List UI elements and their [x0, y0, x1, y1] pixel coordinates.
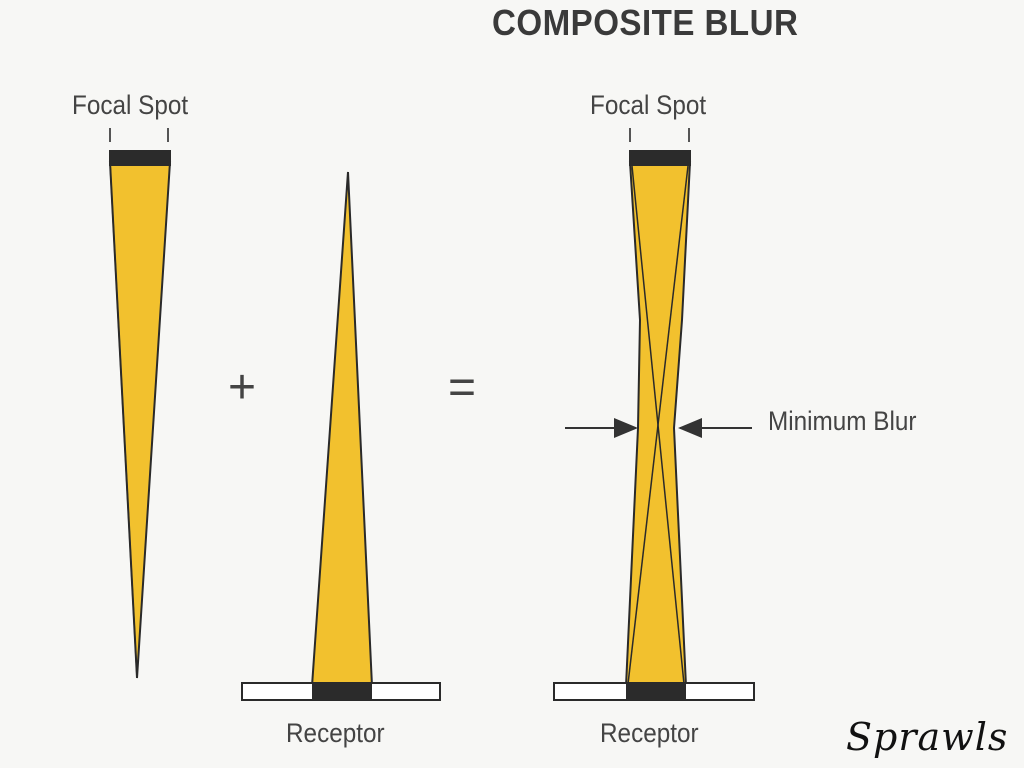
focal-spot-right-label: Focal Spot — [590, 90, 707, 120]
receptor-middle-label: Receptor — [286, 718, 385, 748]
receptor-blur-cone — [310, 171, 374, 687]
focal-spot-left-bar — [109, 150, 171, 166]
receptor-right-bar — [626, 683, 686, 700]
focal-spot-left-label: Focal Spot — [72, 90, 189, 120]
receptor-right-label: Receptor — [600, 718, 699, 748]
composite-blur-figure — [553, 128, 755, 701]
equals-operator: = — [448, 361, 477, 414]
plus-operator: + — [228, 361, 257, 414]
focal-spot-blur-figure — [108, 128, 172, 679]
author-signature: Sprawls — [846, 715, 1009, 759]
focal-spot-right-bar — [629, 150, 691, 166]
focal-spot-blur-cone — [108, 161, 172, 679]
receptor-blur-figure — [241, 171, 441, 701]
diagram-title: COMPOSITE BLUR — [492, 2, 799, 43]
composite-cross-line-b — [627, 165, 689, 685]
receptor-middle-bar — [312, 683, 372, 700]
minimum-blur-label: Minimum Blur — [768, 406, 917, 436]
focal-spot-cone-inner-left — [109, 161, 138, 679]
